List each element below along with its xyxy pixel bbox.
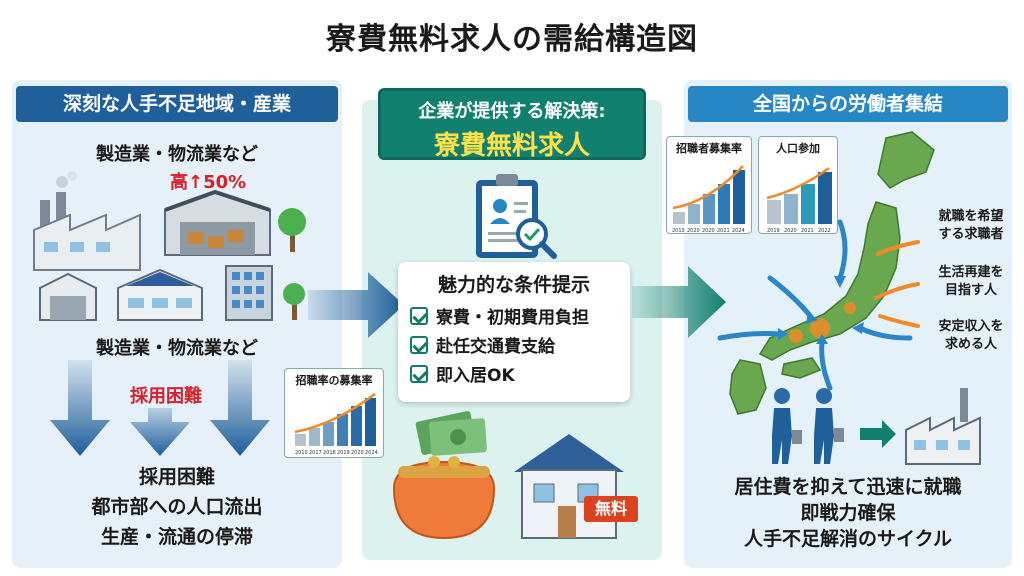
condition-item: 赴任交通費支給	[410, 332, 618, 357]
chart-card-population: 人口参加 2019 2020 2021 2022	[758, 136, 838, 234]
motivation-line: 安定収入を	[938, 319, 1004, 334]
right-arrow-icon	[308, 272, 404, 338]
motivation-label: 生活再建を 目指す人	[934, 264, 1008, 300]
worker-icon	[772, 388, 802, 464]
chart-tick: 2020	[784, 228, 797, 234]
chart1-title: 招職者募集率	[676, 142, 742, 155]
middle-header-line1: 企業が提供する解決策:	[418, 101, 606, 122]
right-arrow-icon	[632, 266, 726, 338]
down-arrow-icon	[50, 360, 110, 456]
chart-tick: 2010	[295, 450, 308, 456]
warehouse-icon	[117, 268, 203, 321]
small-chart-title: 招職率の募集率	[295, 374, 373, 387]
left-header: 深刻な人手不足地域・産業	[16, 86, 338, 122]
chart-tick: 2021	[717, 228, 730, 234]
down-arrow-icon	[130, 400, 190, 456]
money-house-illustration	[392, 411, 624, 540]
free-sign: 無料	[584, 496, 638, 522]
conditions-title: 魅力的な条件提示	[437, 274, 590, 296]
bar-chart-icon: 2013 2020 2020 2021 2024	[672, 165, 745, 234]
right-bottom-line: 居住費を抑えて迅速に就職	[734, 476, 962, 498]
motivation-label: 安定収入を 求める人	[934, 318, 1008, 354]
tree-icon	[283, 283, 305, 320]
left-bottom-line: 生産・流通の停滞	[100, 526, 253, 548]
worker-icon	[814, 388, 844, 464]
condition-item: 即入居OK	[410, 361, 618, 386]
tree-icon	[278, 208, 306, 252]
warehouse-icon	[164, 189, 271, 256]
chart-tick: 2019	[767, 228, 780, 234]
right-header: 全国からの労働者集結	[688, 86, 1008, 122]
chart-tick: 2024	[732, 228, 745, 234]
condition-label: 即入居OK	[436, 366, 515, 386]
house-icon	[514, 434, 624, 539]
checkbox-icon	[410, 335, 428, 354]
industry-illustration	[33, 171, 306, 321]
down-arrows	[50, 360, 270, 456]
left-bottom-text: 採用困難 都市部への人口流出 生産・流通の停滞	[16, 462, 338, 552]
industry-label-top: 製造業・物流業など	[96, 144, 258, 165]
chart-tick: 2022	[818, 228, 831, 234]
chart2-title: 人口参加	[776, 142, 820, 155]
motivation-line: する求職者	[938, 227, 1004, 242]
motivation-label: 就職を希望 する求職者	[934, 208, 1008, 244]
factory-icon	[33, 171, 141, 271]
motivation-line: 生活再建を	[938, 265, 1004, 280]
middle-header-line2: 寮費無料求人	[433, 131, 590, 161]
left-bottom-line: 採用困難	[138, 466, 215, 488]
chart-tick: 2020	[687, 228, 700, 234]
chart-tick: 2020	[351, 450, 364, 456]
coin-purse-icon	[392, 456, 496, 540]
small-chart-card: 招職率の募集率 2010 2017 2018 2019 2020 2024	[284, 368, 384, 458]
chart-tick: 2020	[702, 228, 715, 234]
right-arrow-icon	[860, 420, 896, 448]
chart-card-recruitment: 招職者募集率 2013 2020 2020 2021 2024	[666, 136, 752, 234]
chart-tick: 2013	[672, 228, 685, 234]
down-arrow-icon	[210, 360, 270, 456]
chart-tick: 2019	[337, 450, 350, 456]
left-bottom-line: 都市部への人口流出	[91, 496, 263, 518]
japan-map-icon	[717, 131, 935, 415]
page-title: 寮費無料求人の需給構造図	[326, 22, 698, 57]
warehouse-icon	[39, 272, 97, 321]
factory-icon	[905, 388, 981, 465]
right-bottom-text: 居住費を抑えて迅速に就職 即戦力確保 人手不足解消のサイクル	[688, 474, 1008, 552]
rate-label: 高↑50%	[170, 172, 247, 193]
motivation-line: 就職を希望	[938, 209, 1004, 224]
conditions-card: 魅力的な条件提示 寮費・初期費用負担 赴任交通費支給 即入居OK	[398, 262, 630, 402]
workers-to-factory-illustration	[772, 388, 981, 465]
chart-tick: 2024	[365, 450, 378, 456]
building-icon	[225, 265, 273, 321]
middle-header: 企業が提供する解決策: 寮費無料求人	[378, 88, 646, 161]
right-bottom-line: 人手不足解消のサイクル	[743, 528, 953, 550]
clipboard-profile-icon	[476, 174, 557, 259]
bar-chart-icon: 2019 2020 2021 2022	[766, 166, 832, 234]
checkbox-icon	[410, 364, 428, 383]
condition-label: 赴任交通費支給	[436, 337, 555, 357]
magnifier-check-icon	[516, 218, 557, 259]
left-panel	[12, 80, 342, 568]
motivation-line: 目指す人	[944, 283, 997, 298]
motivation-line: 求める人	[944, 337, 997, 352]
chart-tick: 2018	[323, 450, 336, 456]
bar-chart-icon: 2010 2017 2018 2019 2020 2024	[294, 392, 378, 456]
industry-label-bottom: 製造業・物流業など	[96, 338, 258, 359]
chart-tick: 2017	[309, 450, 322, 456]
condition-item: 寮費・初期費用負担	[410, 303, 618, 328]
right-bottom-line: 即戦力確保	[800, 502, 896, 524]
money-icon	[415, 411, 487, 456]
checkbox-icon	[410, 306, 428, 325]
hiring-difficulty-label: 採用困難	[126, 382, 206, 408]
chart-tick: 2021	[801, 228, 814, 234]
condition-label: 寮費・初期費用負担	[436, 308, 589, 328]
